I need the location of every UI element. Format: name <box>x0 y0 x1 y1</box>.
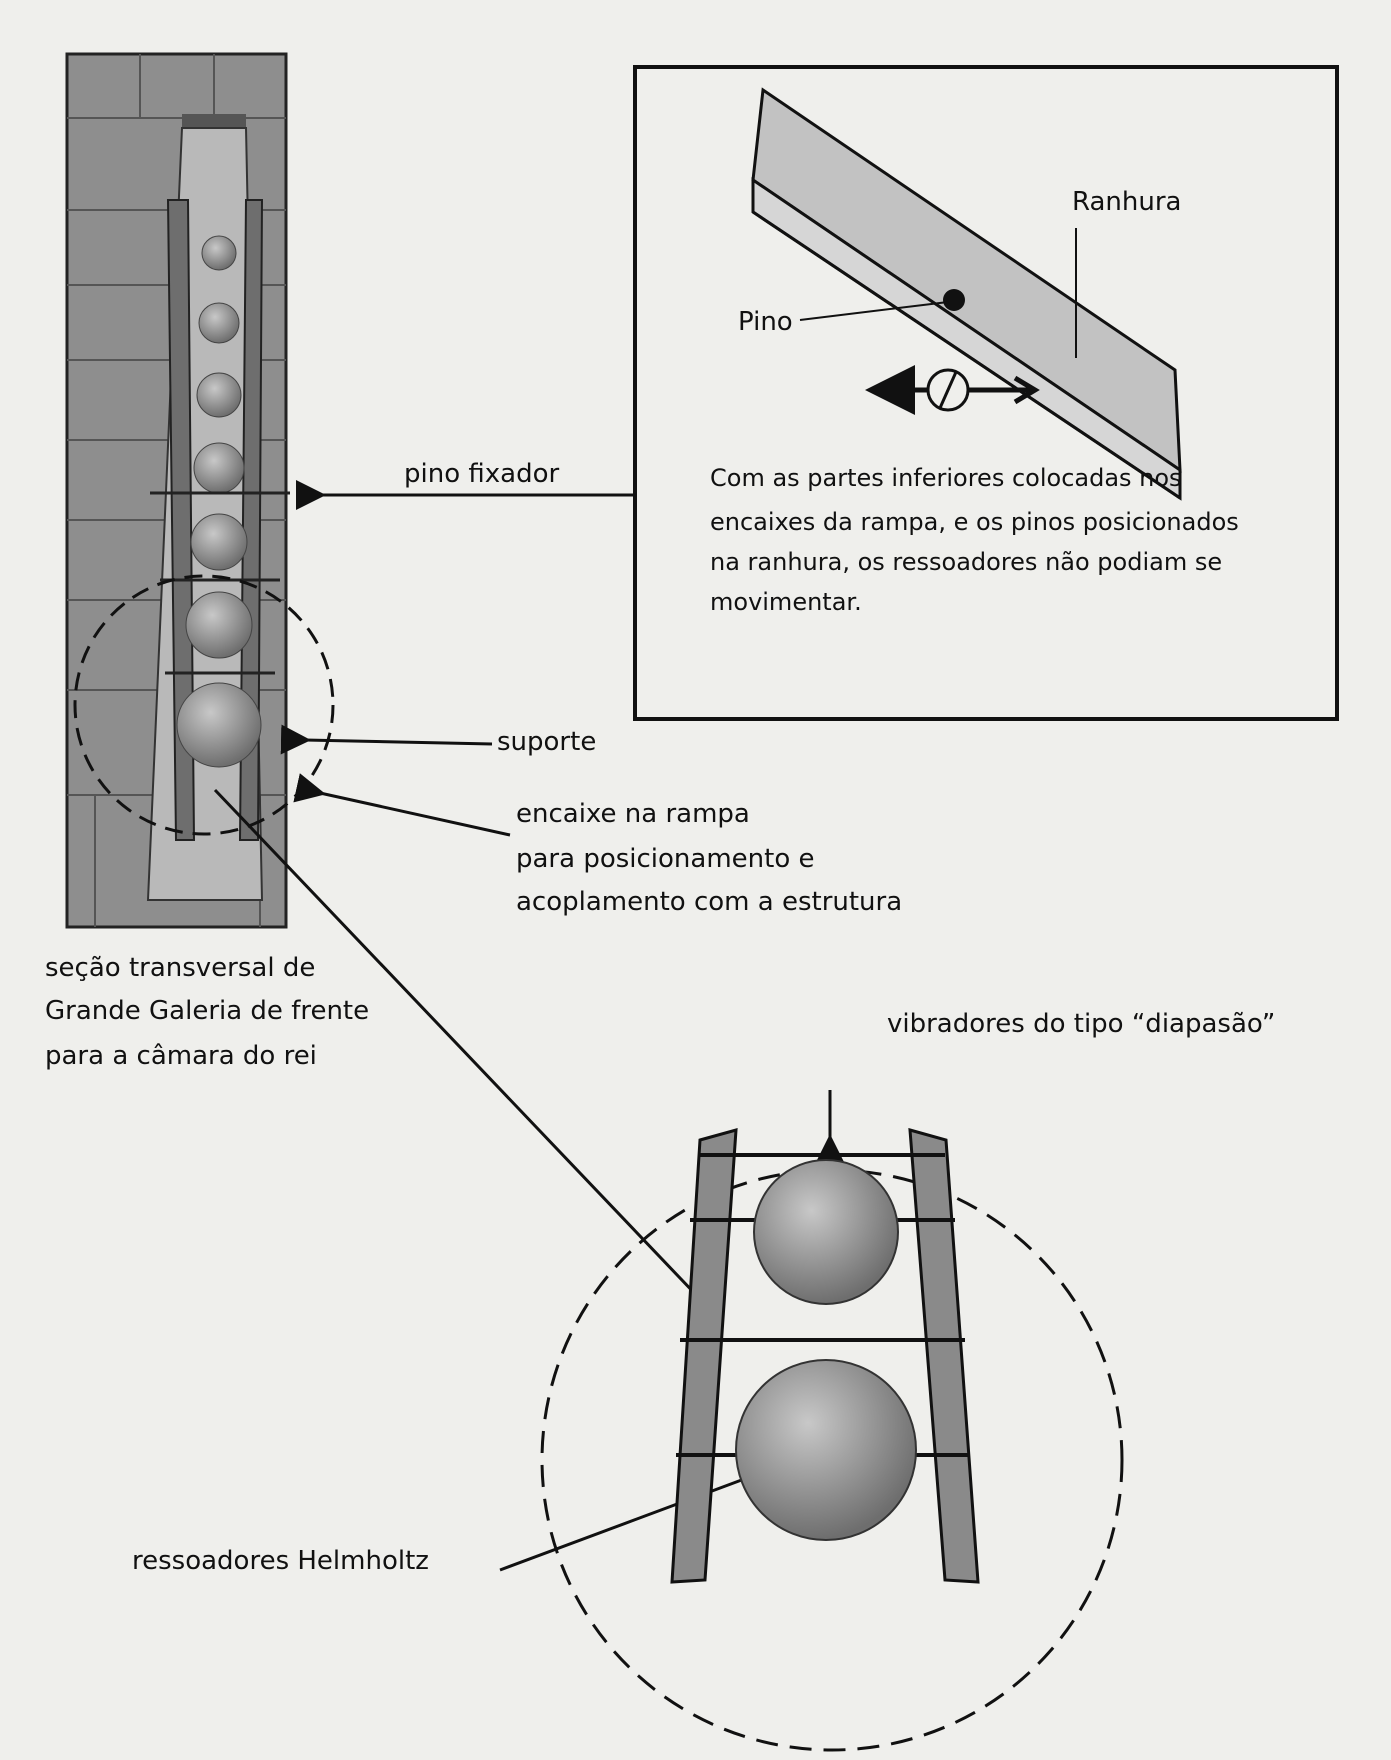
pointer-arrows <box>213 480 845 1572</box>
label-vibradores: vibradores do tipo “diapasão” <box>887 1009 1276 1039</box>
caption-line: movimentar. <box>710 588 862 616</box>
label-encaixe-line: encaixe na rampa <box>516 799 750 829</box>
label-ranhura: Ranhura <box>1072 187 1182 217</box>
label-pino: Pino <box>738 307 793 337</box>
caption-line: encaixes da rampa, e os pinos posicionad… <box>710 508 1239 536</box>
label-pino-fixador: pino fixador <box>404 459 560 489</box>
slot-detail-inset <box>633 65 1339 721</box>
label-secao-line: para a câmara do rei <box>45 1041 317 1071</box>
resonator-detail <box>540 1127 1124 1752</box>
label-suporte: suporte <box>497 727 597 757</box>
label-secao-line: Grande Galeria de frente <box>45 996 370 1026</box>
caption-line: na ranhura, os ressoadores não podiam se <box>710 548 1223 576</box>
label-encaixe-line: para posicionamento e <box>516 844 815 874</box>
label-encaixe-line: acoplamento com a estrutura <box>516 887 903 917</box>
caption-line: Com as partes inferiores colocadas nos <box>710 464 1182 492</box>
label-ressoadores: ressoadores Helmholtz <box>132 1546 429 1576</box>
gallery-cross-section <box>65 52 335 929</box>
label-secao-line: seção transversal de <box>45 953 316 983</box>
